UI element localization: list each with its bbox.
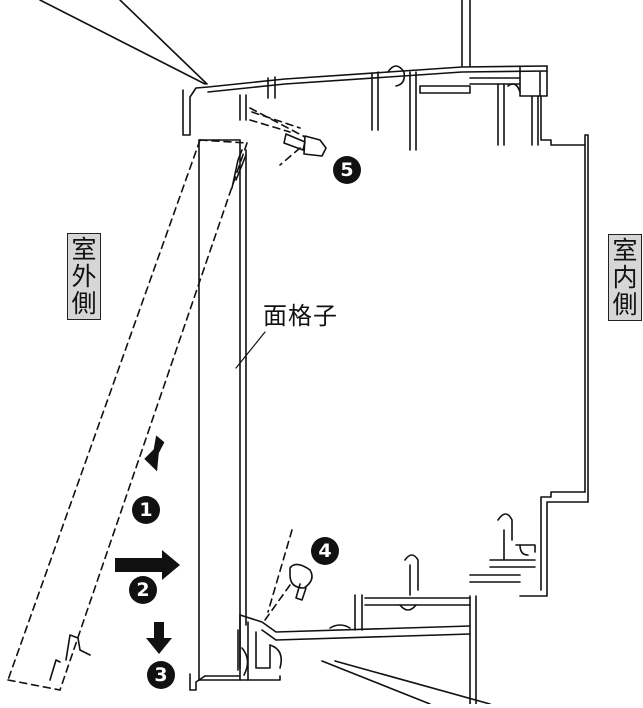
step-4-badge: 4 bbox=[311, 537, 339, 565]
outside-label-char-3: 側 bbox=[71, 289, 97, 318]
step-3-badge: 3 bbox=[147, 661, 175, 689]
grille-panel bbox=[198, 139, 247, 681]
arrow-up-icon bbox=[144, 435, 165, 472]
screw-top bbox=[283, 133, 327, 157]
inside-label-char-3: 側 bbox=[612, 290, 638, 319]
outside-label-char-2: 外 bbox=[71, 262, 97, 291]
arrow-down-icon bbox=[146, 622, 172, 654]
inside-label: 室 内 側 bbox=[608, 234, 642, 321]
inside-label-char-2: 内 bbox=[612, 263, 638, 292]
bottom-frame-profile bbox=[189, 513, 536, 705]
top-frame-profile bbox=[182, 0, 589, 151]
right-edge-profile bbox=[519, 134, 589, 597]
step-1-badge: 1 bbox=[132, 496, 160, 524]
inside-label-char-1: 室 bbox=[612, 236, 638, 265]
leader-lines-bottom bbox=[321, 660, 491, 705]
leader-lines-top bbox=[39, 0, 208, 85]
dashed-hook bbox=[49, 634, 91, 681]
arrow-right-icon bbox=[115, 550, 180, 580]
outside-label-char-1: 室 bbox=[71, 235, 97, 264]
grille-part-label: 面格子 bbox=[263, 302, 338, 330]
part-leader-line bbox=[235, 331, 266, 369]
tilted-panel-dashed bbox=[7, 107, 306, 691]
outside-label: 室 外 側 bbox=[67, 233, 101, 320]
screw-bottom bbox=[289, 563, 313, 601]
step-2-badge: 2 bbox=[129, 576, 157, 604]
step-5-badge: 5 bbox=[333, 156, 361, 184]
